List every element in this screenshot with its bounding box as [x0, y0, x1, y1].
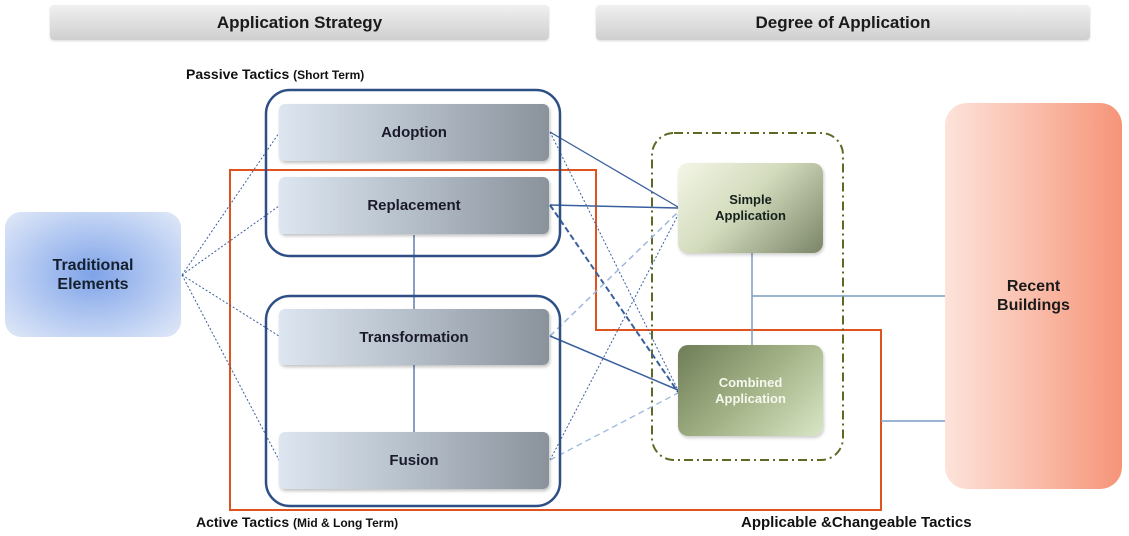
application-dashdot-boundary — [651, 132, 844, 461]
active-tactics-term: (Mid & Long Term) — [293, 516, 399, 530]
fusion-combined-link — [549, 392, 679, 461]
recent-buildings-node: Recent Buildings — [945, 103, 1122, 489]
active-tactics-caption: Active Tactics (Mid & Long Term) — [196, 514, 398, 530]
transformation-node: Transformation — [279, 309, 549, 365]
transformation-combined-link — [549, 335, 679, 391]
simple-application-node: Simple Application — [678, 163, 823, 253]
orange-frame — [229, 169, 882, 511]
simple-application-line1: Simple — [729, 192, 772, 207]
replacement-node: Replacement — [279, 177, 549, 234]
transformation-simple-link — [549, 211, 679, 337]
replacement-simple-link — [549, 204, 679, 209]
traditional-links — [181, 132, 280, 461]
combined-application-line2: Application — [715, 390, 786, 406]
application-strategy-header: Application Strategy — [50, 5, 549, 40]
recent-buildings-line2: Buildings — [997, 297, 1070, 314]
combined-application-line1: Combined — [718, 374, 783, 390]
adoption-node: Adoption — [279, 104, 549, 161]
replacement-combined-link — [549, 204, 679, 393]
fusion-node: Fusion — [279, 432, 549, 489]
traditional-elements-node: Traditional Elements — [5, 212, 181, 337]
simple-application-line2: Application — [715, 208, 786, 223]
adoption-simple-link — [549, 131, 679, 208]
passive-tactics-caption: Passive Tactics (Short Term) — [186, 66, 364, 82]
active-tactics-group — [264, 294, 562, 508]
active-tactics-label: Active Tactics — [196, 514, 290, 530]
adoption-combined-link — [549, 131, 679, 391]
traditional-elements-line1: Traditional — [52, 256, 134, 274]
passive-tactics-term: (Short Term) — [293, 68, 365, 82]
recent-buildings-line1: Recent — [1006, 278, 1061, 295]
traditional-elements-line2: Elements — [57, 275, 129, 293]
passive-tactics-group — [264, 88, 562, 258]
degree-of-application-header: Degree of Application — [596, 5, 1090, 40]
combined-application-node: Combined Application — [678, 345, 823, 436]
fusion-simple-link — [549, 214, 679, 461]
passive-tactics-label: Passive Tactics — [186, 66, 290, 82]
applicable-tactics-caption: Applicable &Changeable Tactics — [741, 514, 972, 531]
